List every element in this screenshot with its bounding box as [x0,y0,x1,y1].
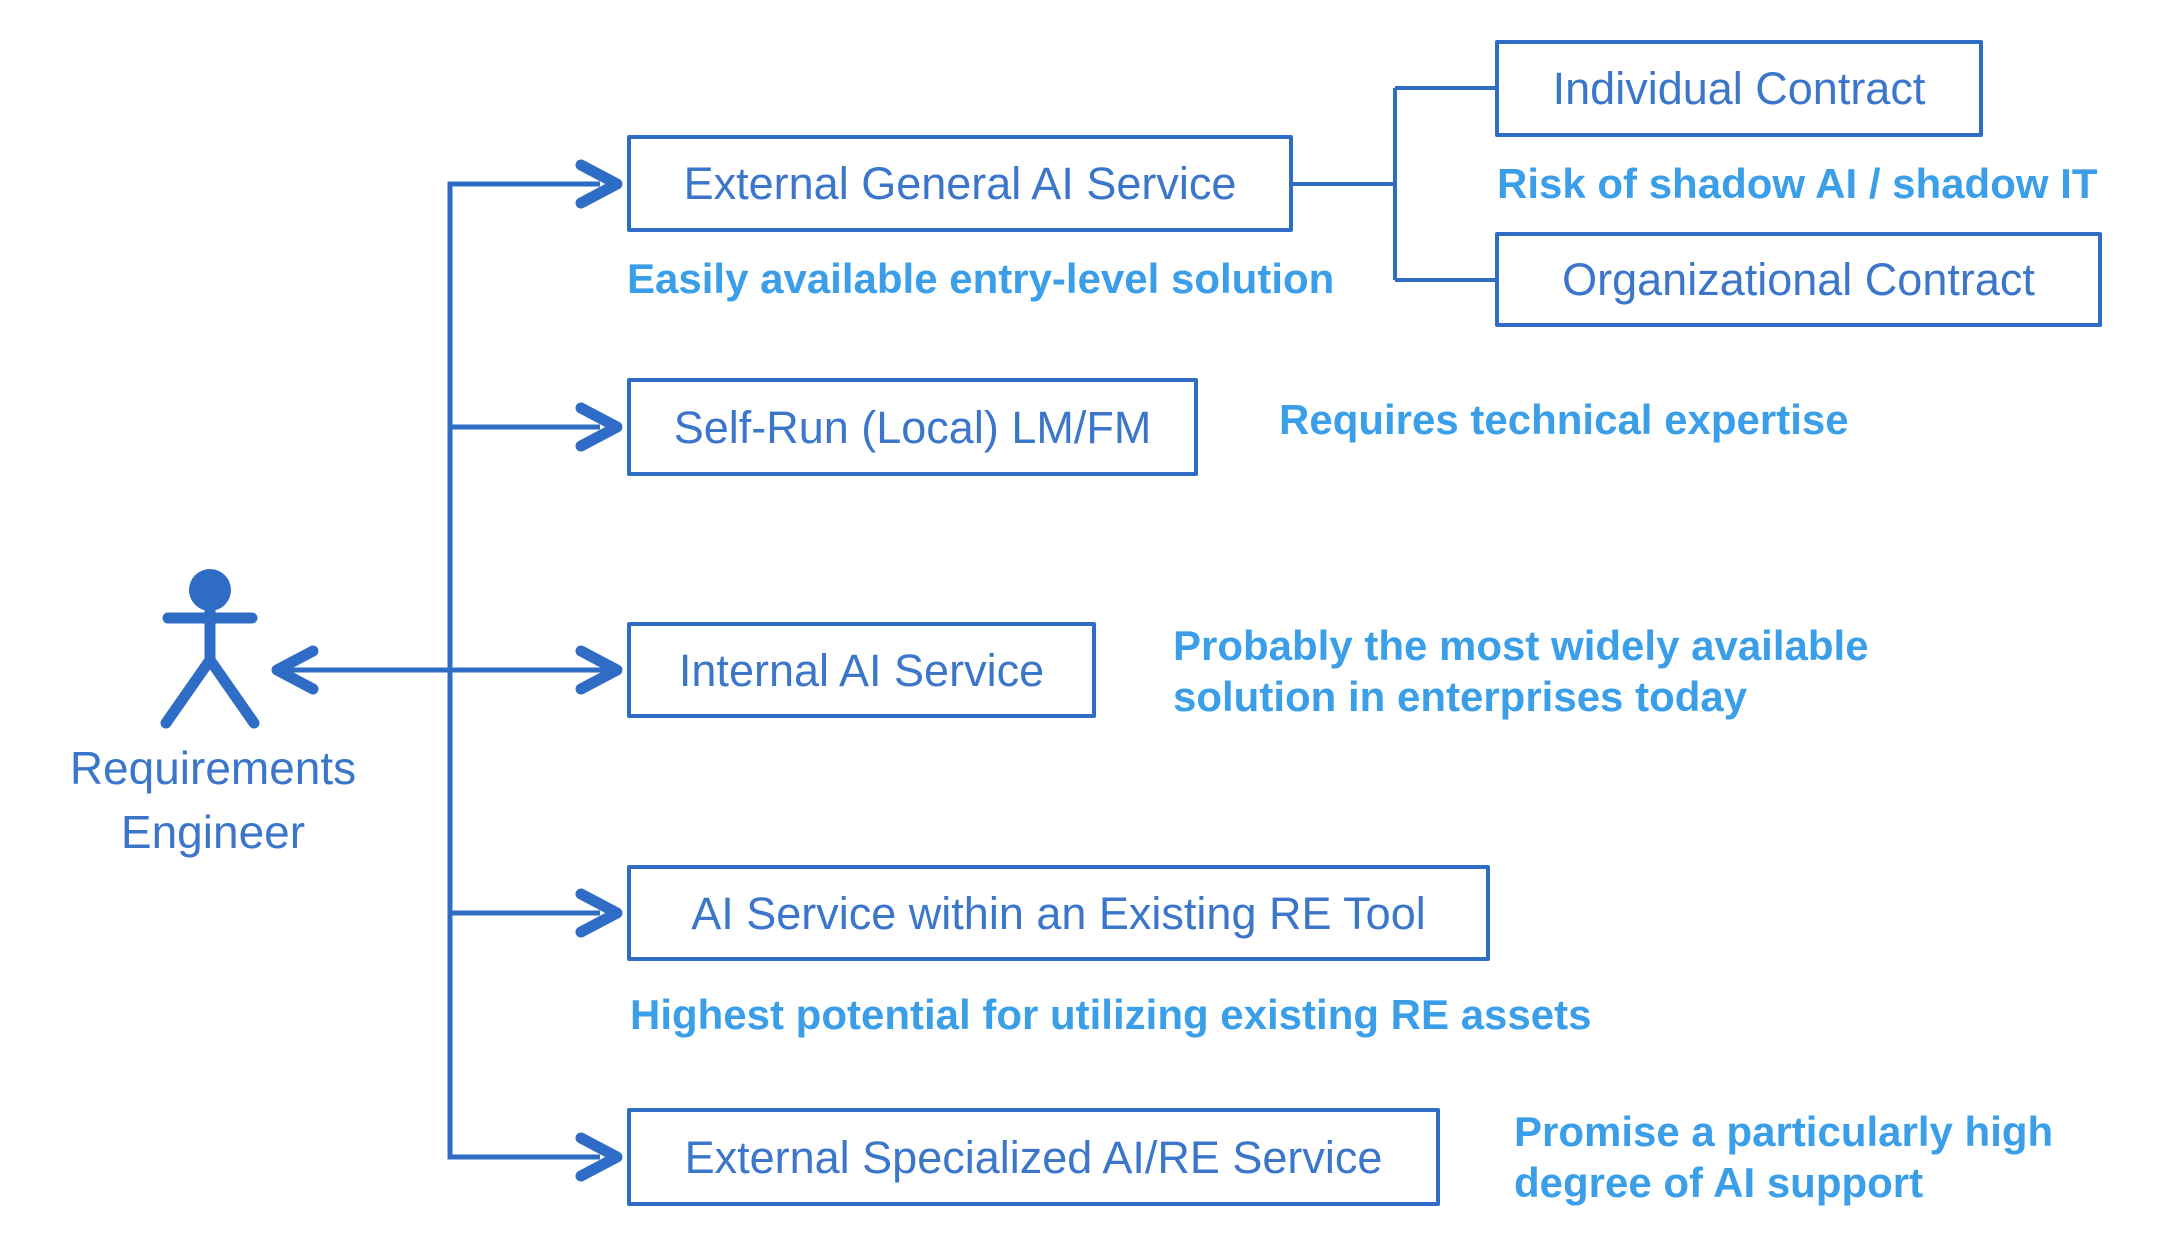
actor-right-leg [204,654,260,729]
actor-left-leg [160,654,216,729]
actor-label: Requirements Engineer [69,742,357,859]
annotation-easily-available: Easily available entry-level solution [627,255,1335,302]
node-external-general-ai-service: External General AI Service [627,135,1293,232]
node-label: Organizational Contract [1562,254,2035,305]
annotation-most-widely-available: Probably the most widely available solut… [1173,622,1869,721]
node-organizational-contract: Organizational Contract [1495,232,2102,327]
node-label: AI Service within an Existing RE Tool [691,887,1426,939]
arrowhead-to-external-specialized-ai-re-service [575,1132,623,1182]
node-label: Individual Contract [1552,63,1926,114]
node-label: Internal AI Service [678,644,1045,696]
node-label: External Specialized AI/RE Service [684,1131,1383,1183]
node-label: External General AI Service [683,158,1237,209]
arrowhead-to-self-run-local-lm-fm [575,402,623,452]
node-external-specialized-ai-re-service: External Specialized AI/RE Service [627,1108,1440,1206]
node-label: Self-Run (Local) LM/FM [673,401,1152,453]
annotation-risk-of-shadow-ai: Risk of shadow AI / shadow IT [1497,160,2098,207]
actor-head [189,569,231,611]
arrowhead-to-ai-service-within-existing-re-tool [575,888,623,938]
actor-bidirectional-arrow [271,645,623,695]
requirements-engineer-icon [160,569,260,729]
node-self-run-local-lm-fm: Self-Run (Local) LM/FM [627,378,1198,476]
annotation-highest-potential: Highest potential for utilizing existing… [630,991,1592,1038]
node-individual-contract: Individual Contract [1495,40,1983,137]
arrowhead-to-external-general-ai-service [575,159,623,209]
annotation-promise-high-degree: Promise a particularly high degree of AI… [1514,1108,2054,1207]
contract-bracket-connector [1293,86,1495,282]
node-internal-ai-service: Internal AI Service [627,622,1096,718]
node-ai-service-within-existing-re-tool: AI Service within an Existing RE Tool [627,865,1490,961]
annotation-requires-technical-expertise: Requires technical expertise [1279,396,1849,443]
